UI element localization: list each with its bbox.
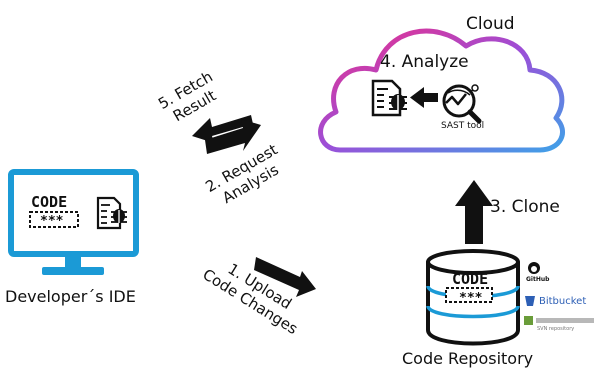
bitbucket-icon xyxy=(525,296,535,306)
monitor-icon xyxy=(8,169,139,275)
ide-code-stars: ∗∗∗ xyxy=(40,211,64,226)
clone-arrow xyxy=(455,180,493,244)
ide-label: Developer´s IDE xyxy=(5,287,136,306)
repo-host-svn: SVN repository xyxy=(537,326,575,332)
request-arrow xyxy=(205,119,261,154)
bug-document-icon-cloud xyxy=(371,79,407,117)
svn-icon xyxy=(524,316,594,325)
database-icon xyxy=(426,249,520,346)
analyze-step-label: 4. Analyze xyxy=(380,52,469,72)
upload-arrow xyxy=(254,257,316,297)
sast-tool-label: SAST tool xyxy=(441,121,485,131)
fetch-arrow xyxy=(192,115,253,143)
cloud-title: Cloud xyxy=(466,14,515,34)
cloud-shape xyxy=(318,28,565,153)
sast-tool-icon xyxy=(442,84,482,124)
analyze-arrow xyxy=(410,87,438,108)
repo-host-bitbucket: Bitbucket xyxy=(539,296,587,307)
repo-code-stars: ∗∗∗ xyxy=(459,288,483,303)
repo-label: Code Repository xyxy=(402,349,534,368)
repo-host-github: GitHub xyxy=(526,276,550,283)
repo-code-text: CODE xyxy=(452,270,489,288)
clone-step-label: 3. Clone xyxy=(490,197,560,217)
ide-code-text: CODE xyxy=(31,193,68,211)
github-icon xyxy=(528,262,540,274)
